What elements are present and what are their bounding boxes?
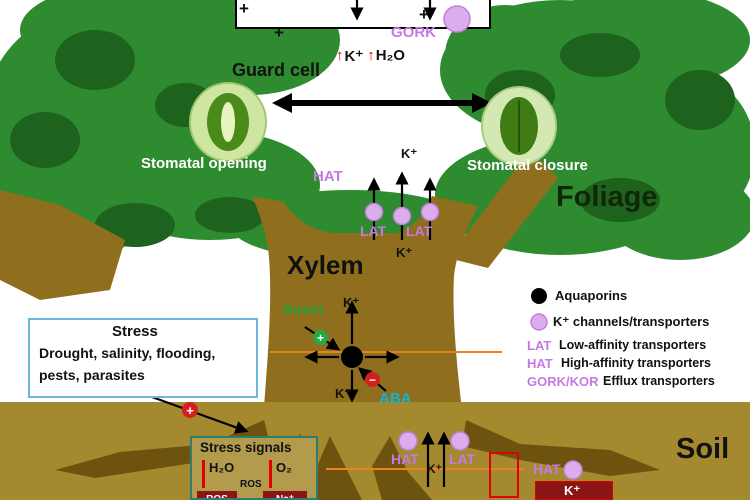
- k-label-top: K⁺: [401, 146, 418, 161]
- lat-label-2: LAT: [406, 223, 433, 239]
- auxin-plus-chip: +: [313, 330, 328, 345]
- k-text: K⁺: [344, 48, 364, 65]
- k-label-above-aquaporin: K⁺: [343, 295, 360, 310]
- stress-signals-title: Stress signals: [200, 440, 292, 455]
- legend-aquaporin-bullet: [531, 288, 547, 304]
- aba-label: ABA: [379, 390, 412, 407]
- root-uptake-arrows: [398, 431, 583, 487]
- lat-label-1: LAT: [360, 223, 387, 239]
- guard-cell-label: Guard cell: [232, 60, 321, 80]
- na-badge-text: Na⁺: [275, 493, 295, 500]
- plus-text: +: [316, 330, 324, 345]
- gork-label: GORK: [391, 24, 436, 41]
- stress-plus-chip: +: [182, 402, 198, 418]
- root-transporter-outline: [489, 452, 519, 498]
- xylem-uptake-arrows: [364, 171, 440, 240]
- stomatal-closure-label: Stomatal closure: [467, 157, 588, 174]
- k-efflux-box: K⁺: [535, 481, 613, 500]
- legend-aquaporins-label: Aquaporins: [555, 288, 628, 303]
- aquaporin-node: [304, 300, 400, 403]
- k-channel-circle: [450, 431, 470, 451]
- k-efflux-label: K⁺: [564, 483, 581, 498]
- auxin-label: Auxin: [282, 301, 324, 318]
- hat-label-foliage: HAT: [313, 168, 343, 185]
- soil-region: [0, 402, 750, 500]
- ros-badge: ROS: [197, 491, 237, 500]
- h2o-decline-bar: [202, 460, 205, 488]
- legend-gork-desc: Efflux transporters: [603, 374, 715, 388]
- legend-lat-desc: Low-affinity transporters: [559, 338, 707, 352]
- ros-badge-text: ROS: [206, 493, 228, 500]
- aba-minus-chip: −: [365, 372, 380, 387]
- k-label-root: K⁺: [427, 462, 442, 476]
- k-channel-circle: [364, 202, 384, 222]
- plus-sign-top-left: +: [239, 0, 249, 18]
- stress-arrow: [151, 395, 249, 434]
- o2-decline-bar: [269, 460, 272, 488]
- h2o-text: H₂O: [375, 47, 405, 64]
- aquaporin-circle: [341, 346, 363, 368]
- up-arrow-icon: ↑: [367, 47, 375, 64]
- tree-branches: [0, 150, 558, 300]
- k-channel-circle: [563, 460, 583, 480]
- stomatal-opening-label: Stomatal opening: [141, 155, 267, 172]
- k-h2o-efflux-label: ↑ K⁺ ↑ H₂O: [336, 47, 405, 65]
- stress-signal-o2: O₂: [276, 460, 292, 475]
- legend-kchannel-bullet: [530, 313, 548, 331]
- stress-line1: Drought, salinity, flooding,: [39, 345, 216, 361]
- guard-cell-signal-box: [235, 0, 491, 33]
- stress-box: Stress Drought, salinity, flooding, pest…: [28, 318, 258, 398]
- stress-title: Stress: [112, 323, 158, 340]
- minus-text: −: [368, 372, 376, 387]
- legend-hat-abbr: HAT: [527, 356, 553, 371]
- legend-lat-abbr: LAT: [527, 338, 552, 353]
- k-label-mid: K⁺: [396, 245, 413, 260]
- plus-sign-top-mid: +: [274, 23, 284, 42]
- k-channel-circle: [420, 202, 440, 222]
- plus-text: +: [186, 402, 194, 418]
- hat-label-root-1: HAT: [391, 451, 419, 467]
- legend-gork-abbr: GORK/KOR: [527, 374, 599, 389]
- tree-trunk: [252, 196, 478, 434]
- na-badge: Na⁺: [263, 491, 307, 500]
- lat-label-root: LAT: [449, 451, 476, 467]
- k-label-below-aquaporin: K⁺: [335, 386, 352, 401]
- foliage-label: Foliage: [556, 181, 658, 213]
- stress-signals-box: Stress signals H₂O O₂ ROS ROS Na⁺: [190, 436, 318, 500]
- stomata-double-arrow: [272, 93, 492, 113]
- legend-hat-desc: High-affinity transporters: [561, 356, 712, 370]
- soil-label: Soil: [676, 433, 730, 465]
- stress-line2: pests, parasites: [39, 367, 145, 383]
- hat-label-root-2: HAT: [533, 461, 561, 477]
- k-channel-circle: [392, 206, 412, 226]
- stress-signal-h2o: H₂O: [209, 460, 235, 475]
- xylem-label: Xylem: [287, 250, 364, 280]
- up-arrow-icon: ↑: [336, 47, 344, 64]
- legend-kchannels-label: K⁺ channels/transporters: [553, 314, 710, 329]
- plus-sign-top-right: +: [419, 5, 429, 24]
- k-channel-circle: [398, 431, 418, 451]
- stoma-open: [189, 82, 267, 162]
- stoma-closed: [481, 86, 557, 166]
- gork-channel-circle: [443, 5, 471, 33]
- stress-signal-ros: ROS: [240, 479, 262, 490]
